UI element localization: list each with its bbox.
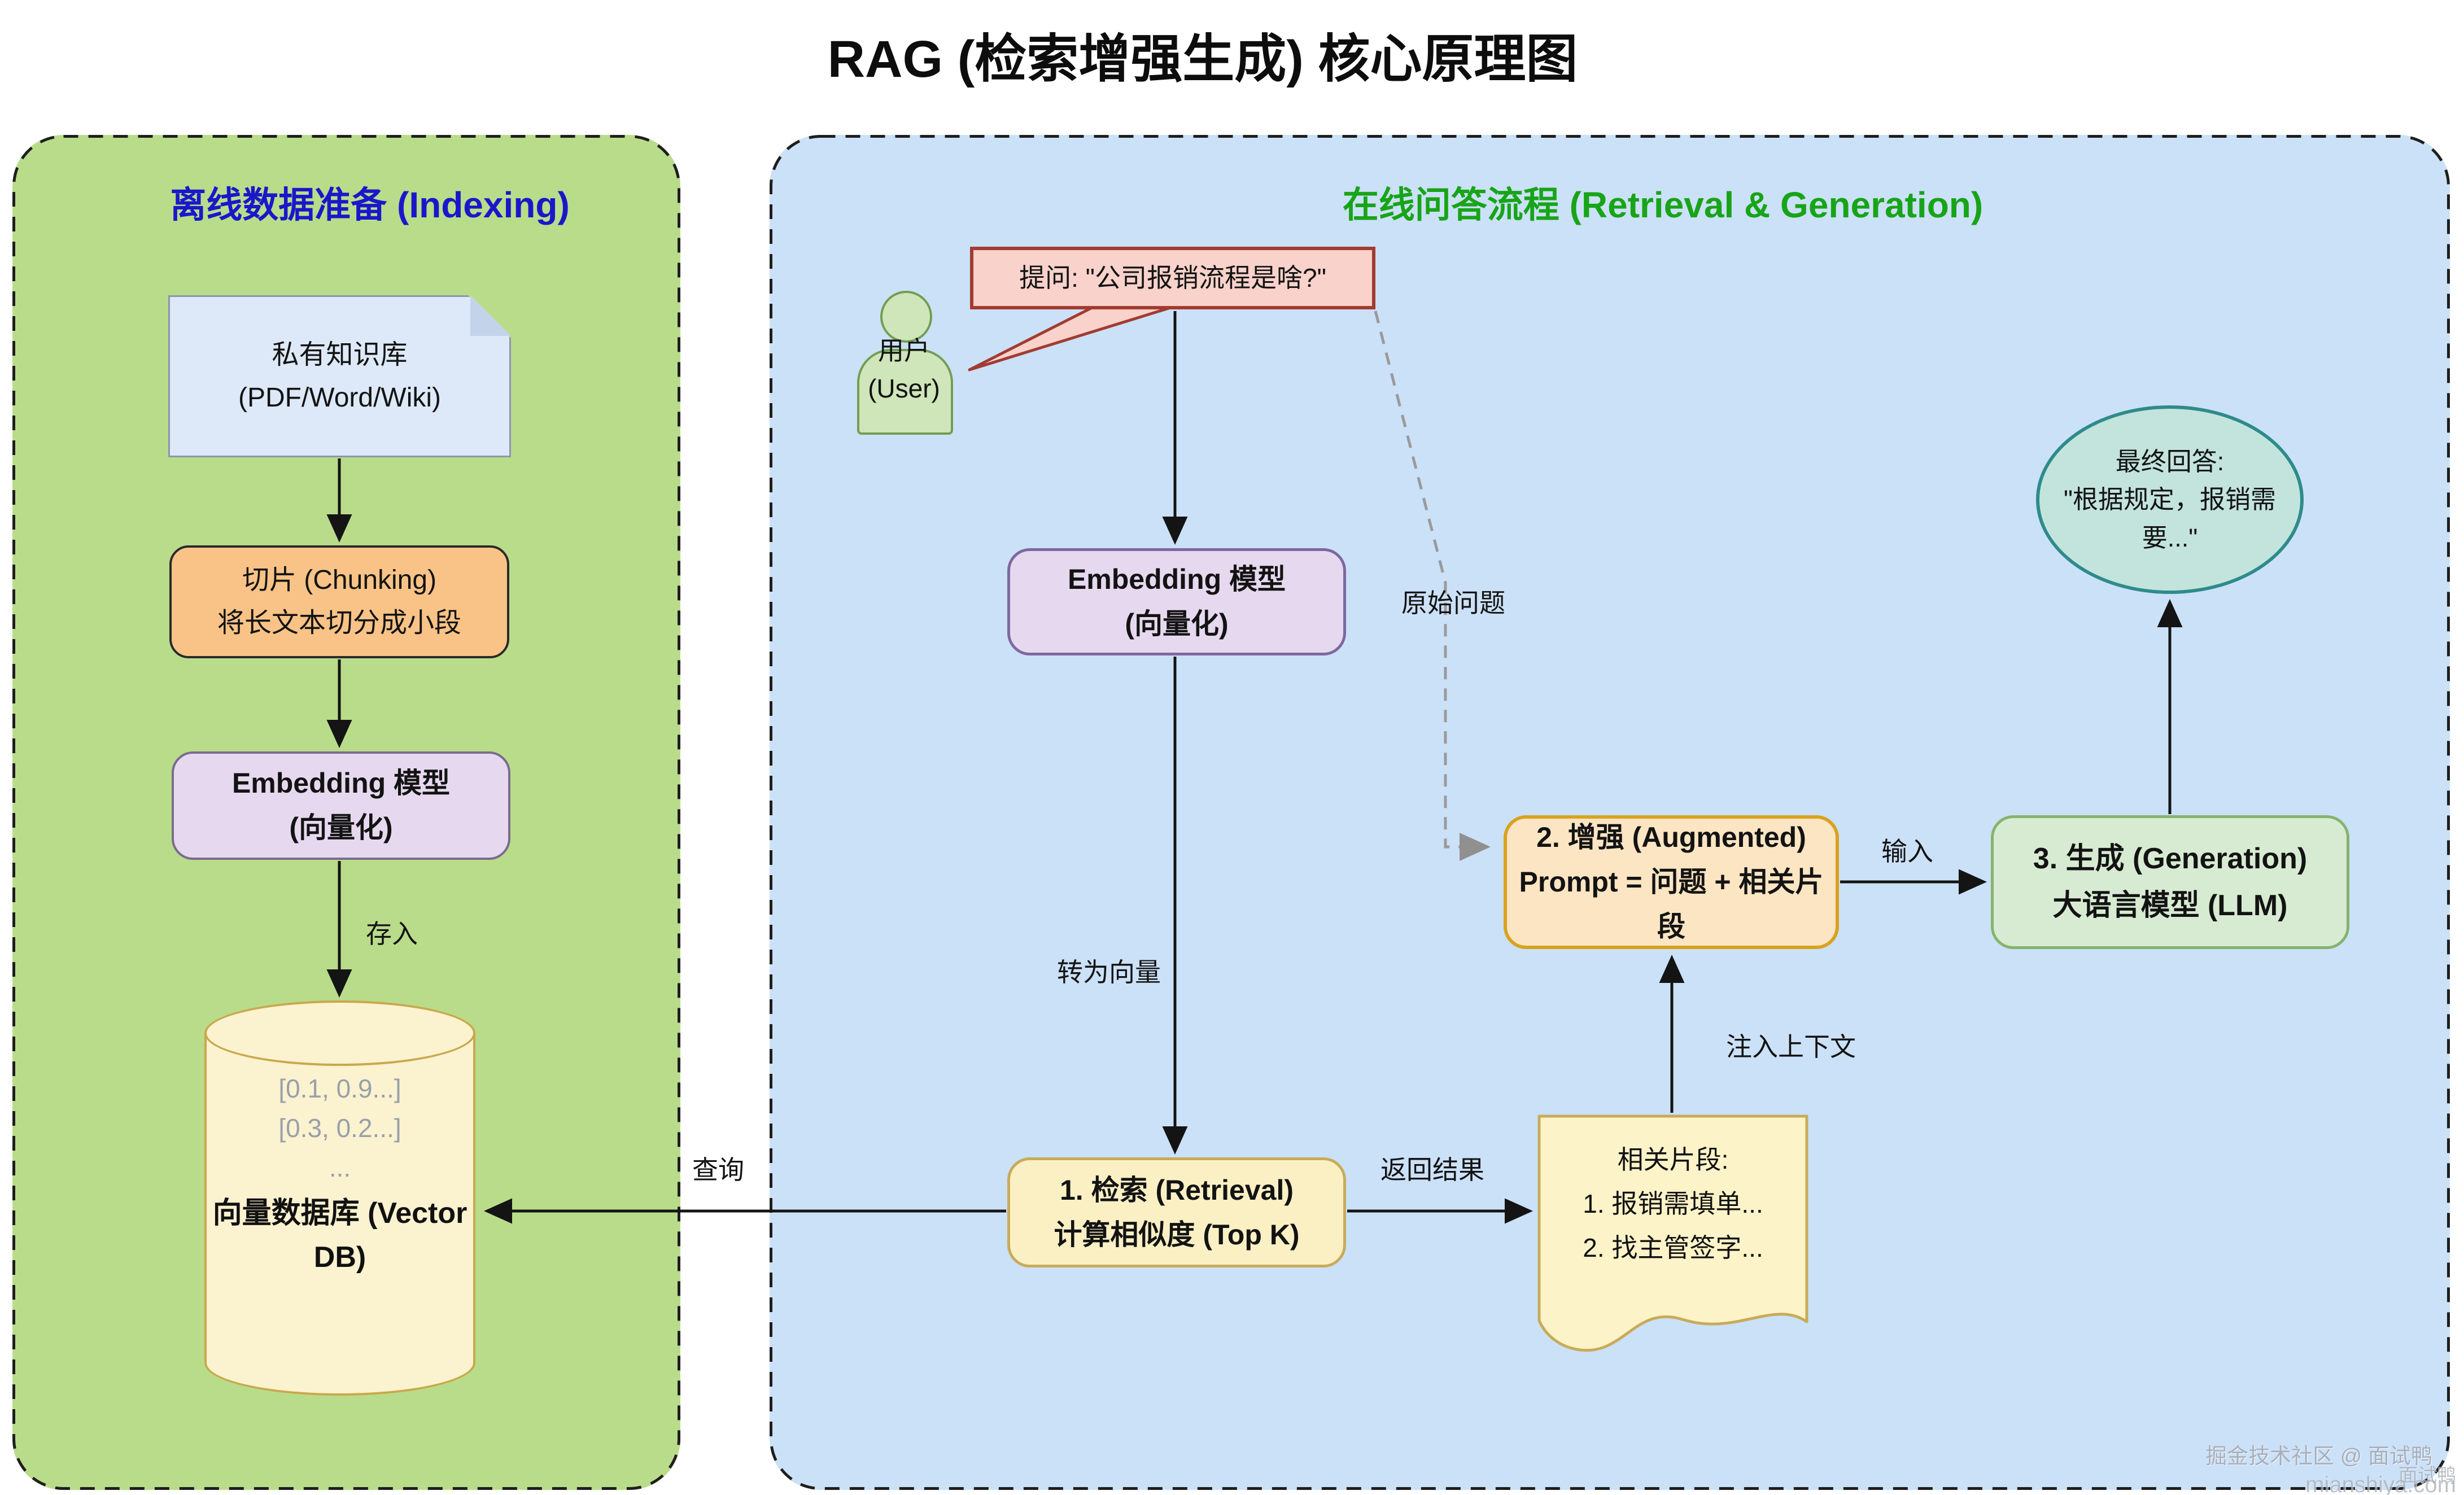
node-chunking: 切片 (Chunking) 将长文本切分成小段 — [169, 545, 509, 658]
generation-line1: 3. 生成 (Generation) — [2033, 842, 2308, 876]
node-embedding-online: Embedding 模型 (向量化) — [1007, 548, 1346, 655]
answer-line2: "根据规定，报销需 — [2064, 485, 2276, 514]
retrieval-line1: 1. 检索 (Retrieval) — [1059, 1174, 1294, 1206]
edge-label-inject-context: 注入上下文 — [1726, 1032, 1856, 1061]
edge-label-input: 输入 — [1881, 837, 1933, 866]
online-panel-title: 在线问答流程 (Retrieval & Generation) — [1342, 185, 1984, 225]
node-augmented: 2. 增强 (Augmented) Prompt = 问题 + 相关片段 — [1504, 815, 1839, 949]
chunking-line1: 切片 (Chunking) — [242, 565, 437, 596]
answer-line1: 最终回答: — [2115, 447, 2225, 476]
node-retrieval: 1. 检索 (Retrieval) 计算相似度 (Top K) — [1007, 1157, 1346, 1267]
edge-label-original-question: 原始问题 — [1401, 588, 1505, 618]
embedding-online-line2: (向量化) — [1125, 608, 1229, 640]
user-line1: 用户 — [877, 336, 930, 365]
vector-db-line1: 向量数据库 — [212, 1196, 360, 1230]
page-title: RAG (检索增强生成) 核心原理图 — [827, 30, 1578, 88]
node-generation-llm: 3. 生成 (Generation) 大语言模型 (LLM) — [1991, 815, 2349, 949]
question-text: 提问: "公司报销流程是啥?" — [1019, 263, 1326, 293]
vector-db-text: [0.1, 0.9...] [0.3, 0.2...] ... 向量数据库 (V… — [204, 1069, 475, 1279]
kb-line2: (PDF/Word/Wiki) — [238, 382, 442, 413]
kb-line1: 私有知识库 — [272, 339, 408, 370]
vector-sample-ellipsis: ... — [329, 1152, 351, 1182]
watermark-site: mianshiya.com — [2305, 1472, 2456, 1495]
snippets-line2: 1. 报销需填单... — [1583, 1189, 1763, 1219]
node-user-question-bubble: 提问: "公司报销流程是啥?" — [970, 247, 1375, 309]
vector-sample-2: [0.3, 0.2...] — [278, 1113, 401, 1143]
doc-fold-icon — [470, 295, 511, 336]
edge-label-to-vector: 转为向量 — [1057, 958, 1161, 987]
snippets-line1: 相关片段: — [1617, 1145, 1729, 1174]
node-final-answer: 最终回答: "根据规定，报销需 要..." — [2036, 405, 2304, 594]
augmented-line2: Prompt = 问题 + 相关片段 — [1519, 866, 1824, 942]
edge-label-store: 存入 — [366, 919, 418, 948]
embedding-online-line1: Embedding 模型 — [1067, 563, 1286, 595]
node-vector-db: [0.1, 0.9...] [0.3, 0.2...] ... 向量数据库 (V… — [204, 1000, 475, 1396]
answer-line3: 要..." — [2142, 523, 2198, 552]
embedding-offline-line2: (向量化) — [289, 812, 393, 843]
chunking-line2: 将长文本切分成小段 — [217, 608, 461, 638]
edge-label-query: 查询 — [692, 1155, 744, 1184]
node-embedding-offline: Embedding 模型 (向量化) — [172, 751, 510, 860]
vector-sample-1: [0.1, 0.9...] — [278, 1074, 401, 1103]
edge-label-return-results: 返回结果 — [1380, 1155, 1484, 1184]
user-label: 用户 (User) — [868, 332, 940, 407]
snippets-line3: 2. 找主管签字... — [1583, 1233, 1763, 1263]
offline-panel-title: 离线数据准备 (Indexing) — [170, 185, 570, 225]
generation-line2: 大语言模型 (LLM) — [2052, 889, 2288, 922]
augmented-line1: 2. 增强 (Augmented) — [1536, 821, 1806, 853]
node-knowledge-base: 私有知识库 (PDF/Word/Wiki) — [168, 295, 511, 457]
retrieval-line2: 计算相似度 (Top K) — [1054, 1218, 1300, 1251]
embedding-offline-line1: Embedding 模型 — [231, 767, 451, 799]
node-relevant-snippets: 相关片段: 1. 报销需填单... 2. 找主管签字... — [1537, 1114, 1809, 1379]
cylinder-top — [204, 1000, 475, 1066]
snippets-text: 相关片段: 1. 报销需填单... 2. 找主管签字... — [1537, 1138, 1809, 1270]
user-line2: (User) — [868, 373, 940, 403]
